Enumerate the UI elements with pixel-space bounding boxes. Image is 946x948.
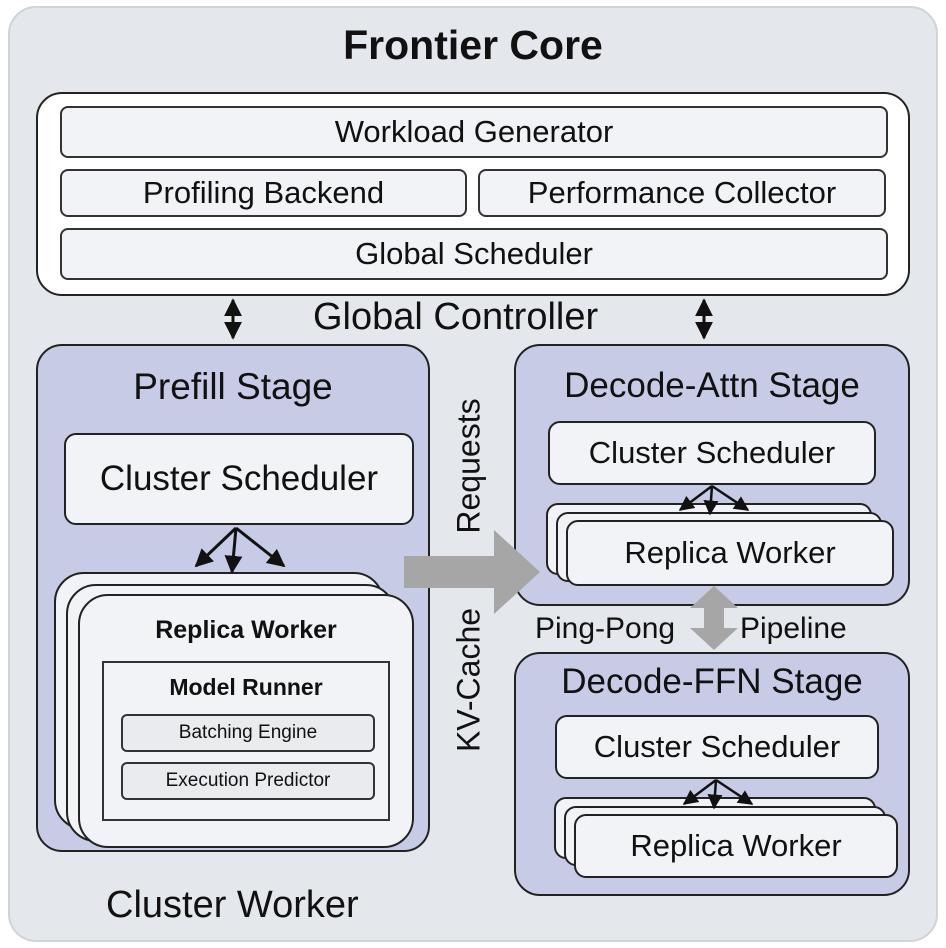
cluster-worker-label: Cluster Worker — [106, 884, 359, 926]
global-controller-label: Global Controller — [313, 296, 599, 338]
decode-ffn-stage-title: Decode-FFN Stage — [561, 662, 863, 701]
decode-attn-stage-title: Decode-Attn Stage — [564, 366, 860, 405]
kv-cache-label: KV-Cache — [450, 607, 487, 753]
workload-generator-box: Workload Generator — [60, 106, 888, 158]
execution-predictor-box: Execution Predictor — [121, 762, 375, 800]
decode-ffn-replica-worker: Replica Worker — [574, 814, 898, 878]
pipeline-label: Pipeline — [740, 612, 847, 645]
diagram-title: Frontier Core — [343, 22, 603, 68]
global-scheduler-box: Global Scheduler — [60, 228, 888, 280]
prefill-cluster-scheduler: Cluster Scheduler — [64, 433, 414, 525]
model-runner-label: Model Runner — [169, 674, 323, 700]
prefill-stage-title: Prefill Stage — [133, 366, 333, 407]
performance-collector-box: Performance Collector — [478, 169, 886, 217]
decode-attn-cluster-scheduler: Cluster Scheduler — [548, 421, 876, 485]
requests-label: Requests — [450, 398, 487, 534]
ping-pong-label: Ping-Pong — [535, 612, 676, 645]
decode-ffn-cluster-scheduler: Cluster Scheduler — [555, 715, 879, 779]
batching-engine-box: Batching Engine — [121, 714, 375, 752]
profiling-backend-box: Profiling Backend — [60, 169, 467, 217]
decode-attn-replica-worker: Replica Worker — [566, 520, 894, 586]
prefill-replica-worker-label: Replica Worker — [155, 616, 337, 644]
